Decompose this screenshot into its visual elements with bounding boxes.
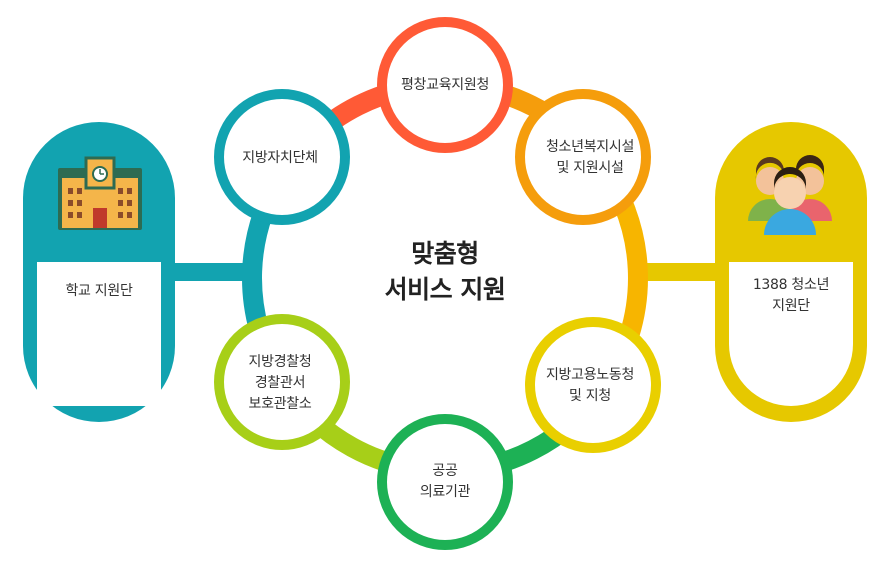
right-connector: [635, 263, 725, 281]
node-circles: [214, 17, 661, 550]
node-label-0: 평창교육지원청: [400, 76, 490, 93]
right-pill-label: 1388 청소년 지원단: [752, 277, 830, 314]
node-label-2: 지방고용노동청 및 지청: [545, 367, 635, 404]
node-label-3: 공공 의료기관: [419, 463, 471, 500]
people-icon: [748, 155, 832, 235]
node-circle-2: [525, 317, 661, 453]
node-circle-1: [515, 89, 651, 225]
node-circle-3: [377, 414, 513, 550]
right-pill: [715, 122, 867, 422]
node-circle-5: [214, 89, 350, 225]
node-circle-4: [214, 314, 350, 450]
school-icon: [58, 156, 142, 230]
left-connector: [165, 263, 255, 281]
node-circle-0: [377, 17, 513, 153]
node-label-4: 지방경찰청 경찰관서 보호관찰소: [248, 353, 312, 412]
node-label-1: 청소년복지시설 및 지원시설: [545, 139, 635, 176]
node-label-5: 지방자치단체: [242, 149, 318, 166]
center-title: 맞춤형 서비스 지원: [384, 239, 506, 304]
left-pill-label: 학교 지원단: [65, 282, 133, 299]
